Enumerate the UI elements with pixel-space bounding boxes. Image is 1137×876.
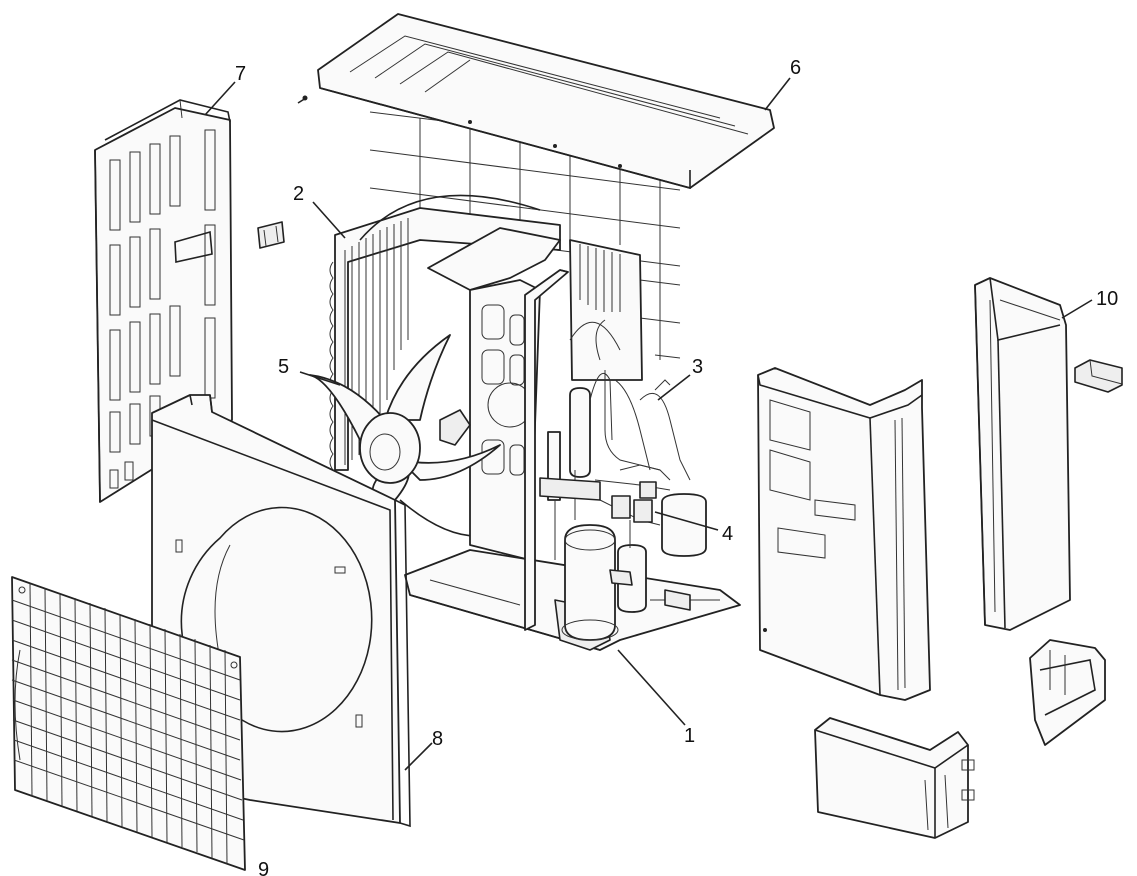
compressor-assembly xyxy=(539,319,707,641)
callout-9: 9 xyxy=(258,859,269,876)
mounting-clip xyxy=(257,221,285,249)
callout-label-6: 6 xyxy=(790,57,801,79)
callouts: 1 2 3 4 5 6 7 8 9 xyxy=(204,57,1118,876)
screw xyxy=(297,95,308,104)
callout-label-5: 5 xyxy=(278,356,289,378)
right-front-panel xyxy=(757,367,931,701)
callout-4: 4 xyxy=(654,511,733,545)
callout-2: 2 xyxy=(293,183,346,239)
front-grille xyxy=(11,576,246,871)
middle-partition xyxy=(524,269,621,631)
callout-5: 5 xyxy=(278,356,341,386)
fan-blade xyxy=(309,334,501,501)
callout-6: 6 xyxy=(764,57,801,111)
callout-3: 3 xyxy=(657,356,703,401)
bottom-front-cover xyxy=(814,717,975,839)
callout-label-10: 10 xyxy=(1096,288,1118,310)
callout-8: 8 xyxy=(404,728,443,771)
callout-label-9: 9 xyxy=(258,859,269,876)
valve-cover xyxy=(1029,639,1106,746)
handle xyxy=(1074,359,1123,393)
callout-10: 10 xyxy=(1061,288,1118,319)
callout-label-1: 1 xyxy=(684,725,695,747)
top-cover xyxy=(317,13,775,190)
callout-7: 7 xyxy=(204,63,246,116)
callout-label-3: 3 xyxy=(692,356,703,378)
right-side-panel xyxy=(974,277,1071,631)
callout-label-2: 2 xyxy=(293,183,304,205)
callout-label-7: 7 xyxy=(235,63,246,85)
callout-label-8: 8 xyxy=(432,728,443,750)
callout-label-4: 4 xyxy=(722,523,733,545)
callout-1: 1 xyxy=(617,649,695,747)
partition-bracket xyxy=(427,227,561,561)
